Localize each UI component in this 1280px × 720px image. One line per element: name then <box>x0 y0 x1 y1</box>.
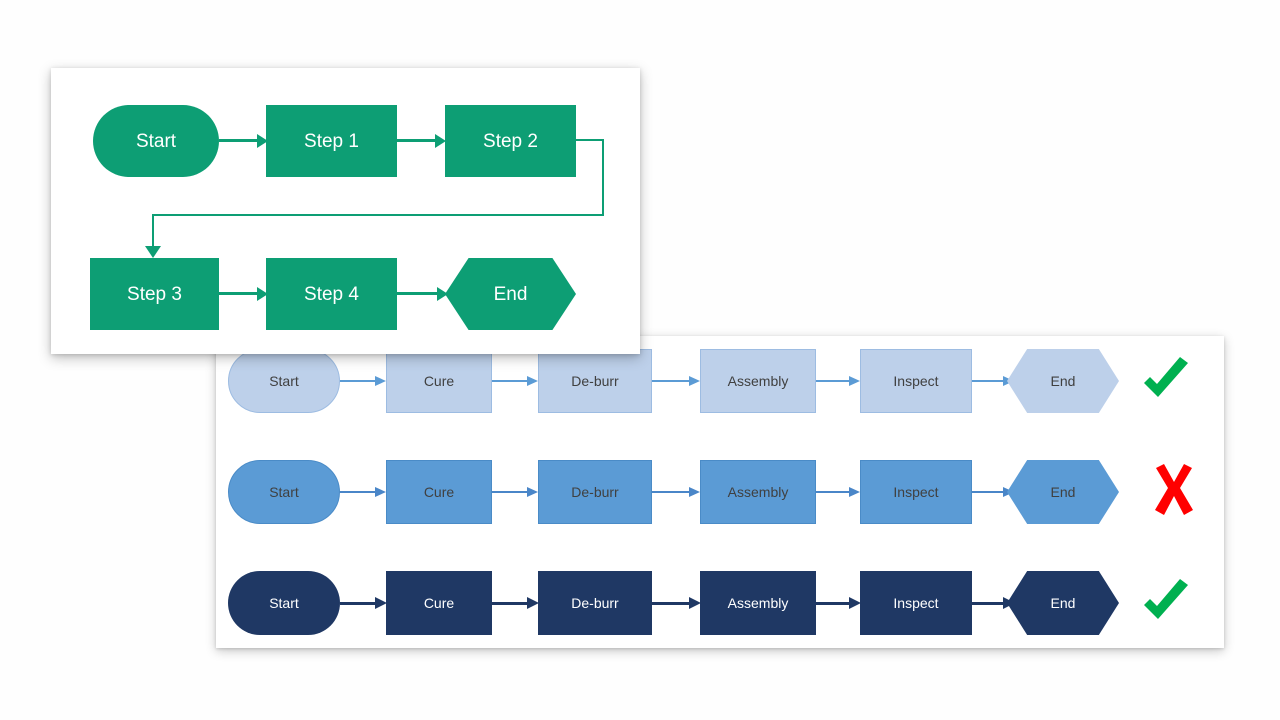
node-label: Inspect <box>893 373 939 389</box>
flow-connector-start-step1 <box>219 139 259 142</box>
row-medium-arrowhead-3 <box>689 487 700 497</box>
row-light-connector-5 <box>972 380 1004 382</box>
node-label: Step 3 <box>127 283 182 305</box>
row-dark-node-cure[interactable]: Cure <box>386 571 492 635</box>
row-dark-arrowhead-1 <box>375 597 387 609</box>
row-light-arrowhead-1 <box>375 376 386 386</box>
row-medium-arrowhead-1 <box>375 487 386 497</box>
flow-node-step2[interactable]: Step 2 <box>445 105 576 177</box>
node-label: Start <box>269 373 299 389</box>
flow-arrowhead-step3-step4 <box>257 287 268 301</box>
row-medium-connector-5 <box>972 491 1004 493</box>
row-light-connector-2 <box>492 380 528 382</box>
flow-arrowhead-step4-end <box>437 287 448 301</box>
row-light-node-deburr[interactable]: De-burr <box>538 349 652 413</box>
node-label: Step 4 <box>304 283 359 305</box>
node-label: Step 1 <box>304 130 359 152</box>
node-label: Cure <box>423 373 455 389</box>
row-medium-node-cure[interactable]: Cure <box>386 460 492 524</box>
row-light-node-assembly[interactable]: Assembly <box>700 349 816 413</box>
row-light-arrowhead-3 <box>689 376 700 386</box>
row-medium-node-inspect[interactable]: Inspect <box>860 460 972 524</box>
node-label: De-burr <box>571 595 619 611</box>
row-dark-arrowhead-3 <box>689 597 701 609</box>
flow-node-step1[interactable]: Step 1 <box>266 105 397 177</box>
flow-elbow-seg-right <box>576 139 604 141</box>
flow-node-step3[interactable]: Step 3 <box>90 258 219 330</box>
row-dark-node-assembly[interactable]: Assembly <box>700 571 816 635</box>
node-label: Assembly <box>727 595 789 611</box>
row-dark-node-end[interactable]: End <box>1007 571 1119 635</box>
node-label: Start <box>269 595 299 611</box>
flow-arrowhead-step1-step2 <box>435 134 446 148</box>
row-light-connector-4 <box>816 380 850 382</box>
row-dark-connector-2 <box>492 602 528 605</box>
row-medium-connector-4 <box>816 491 850 493</box>
row-dark-connector-1 <box>340 602 376 605</box>
node-label: Assembly <box>727 484 789 500</box>
row-dark-node-inspect[interactable]: Inspect <box>860 571 972 635</box>
flow-connector-step3-step4 <box>219 292 259 295</box>
node-label: End <box>493 283 528 305</box>
row-light-node-inspect[interactable]: Inspect <box>860 349 972 413</box>
node-label: End <box>1050 373 1076 389</box>
row-medium-connector-1 <box>340 491 376 493</box>
node-label: Start <box>269 484 299 500</box>
row-medium-connector-3 <box>652 491 690 493</box>
node-label: End <box>1050 595 1076 611</box>
row-medium-connector-2 <box>492 491 528 493</box>
flow-elbow-seg-drop <box>152 214 154 250</box>
flow-node-start[interactable]: Start <box>93 105 219 177</box>
node-label: Inspect <box>893 595 939 611</box>
node-label: De-burr <box>571 484 619 500</box>
node-label: Step 2 <box>483 130 538 152</box>
flow-elbow-seg-down <box>602 139 604 216</box>
node-label: Assembly <box>727 373 789 389</box>
row-light-arrowhead-4 <box>849 376 860 386</box>
node-label: Inspect <box>893 484 939 500</box>
node-label: Start <box>135 130 177 152</box>
row-medium-arrowhead-2 <box>527 487 538 497</box>
row-dark-connector-5 <box>972 602 1004 605</box>
process-variants-card: Start Cure De-burr Assembly Inspect <box>216 336 1224 648</box>
row-light-connector-3 <box>652 380 690 382</box>
flowchart-card: Start Step 1 Step 2 Step 3 Step 4 End <box>51 68 640 354</box>
flow-connector-step4-end <box>397 292 439 295</box>
status-check-icon-row-dark <box>1136 575 1196 631</box>
row-light-node-end[interactable]: End <box>1007 349 1119 413</box>
flow-arrowhead-start-step1 <box>257 134 268 148</box>
row-medium-node-assembly[interactable]: Assembly <box>700 460 816 524</box>
flow-arrowhead-step2-step3 <box>145 246 161 258</box>
flow-node-end[interactable]: End <box>445 258 576 330</box>
row-medium-arrowhead-4 <box>849 487 860 497</box>
row-dark-node-deburr[interactable]: De-burr <box>538 571 652 635</box>
row-dark-arrowhead-2 <box>527 597 539 609</box>
flow-connector-step1-step2 <box>397 139 437 142</box>
row-medium-node-deburr[interactable]: De-burr <box>538 460 652 524</box>
node-label: De-burr <box>571 373 619 389</box>
node-label: Cure <box>423 595 455 611</box>
row-dark-node-start[interactable]: Start <box>228 571 340 635</box>
row-light-node-start[interactable]: Start <box>228 349 340 413</box>
status-check-icon-row-light <box>1136 353 1196 409</box>
status-cross-icon-row-medium <box>1144 462 1204 518</box>
row-light-node-cure[interactable]: Cure <box>386 349 492 413</box>
node-label: End <box>1050 484 1076 500</box>
flow-elbow-seg-left <box>152 214 604 216</box>
row-dark-arrowhead-4 <box>849 597 861 609</box>
row-dark-connector-4 <box>816 602 850 605</box>
flow-node-step4[interactable]: Step 4 <box>266 258 397 330</box>
row-light-connector-1 <box>340 380 376 382</box>
node-label: Cure <box>423 484 455 500</box>
row-light-arrowhead-2 <box>527 376 538 386</box>
row-dark-connector-3 <box>652 602 690 605</box>
row-medium-node-end[interactable]: End <box>1007 460 1119 524</box>
row-medium-node-start[interactable]: Start <box>228 460 340 524</box>
